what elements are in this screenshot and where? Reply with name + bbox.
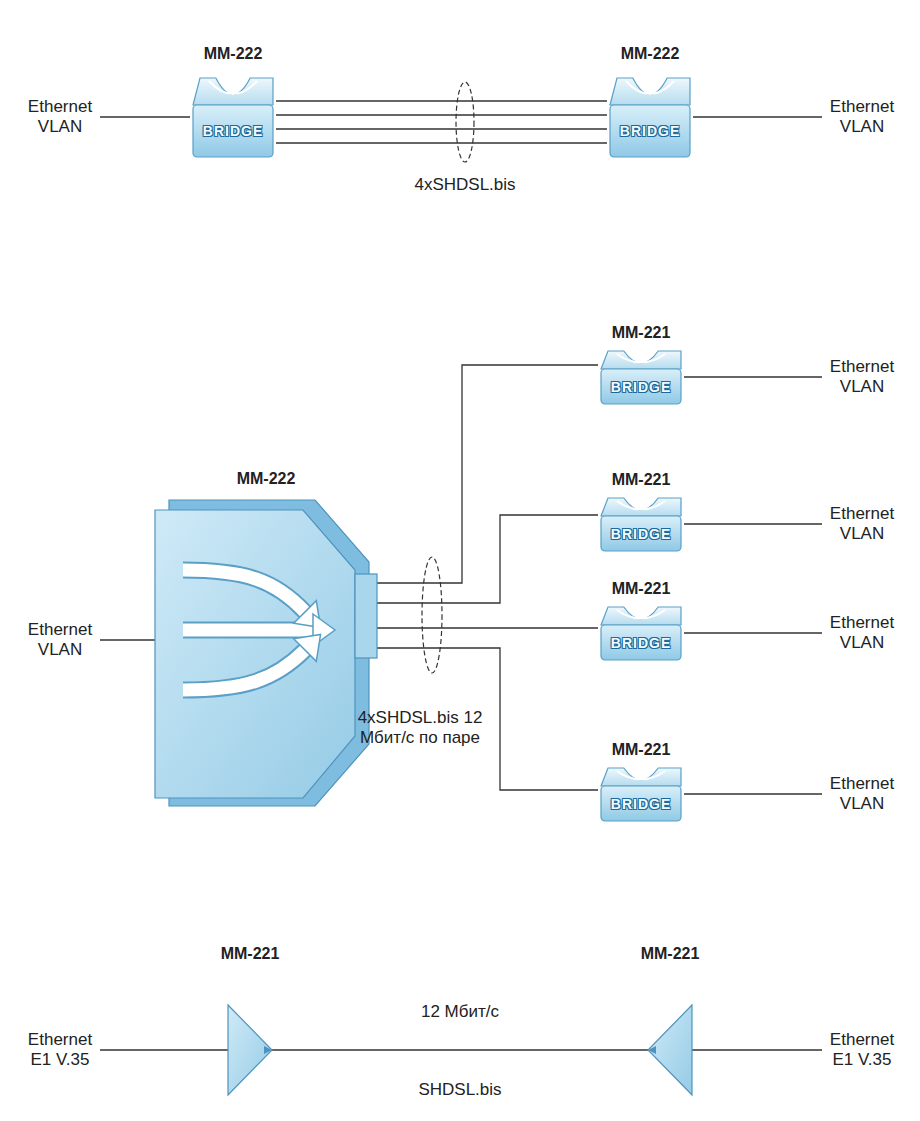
model-name: MM-221 [612,580,671,598]
shdsl-line [377,365,598,583]
model-name: MM-221 [612,471,671,489]
bridge-label: BRIDGE [598,635,684,651]
rate-label: 12 Мбит/с [418,1002,502,1022]
modem-triangle: MM-221 [228,1005,272,1095]
bridge-label: BRIDGE [598,796,684,812]
interface-label: Ethernet VLAN [830,97,894,138]
model-name: MM-221 [221,945,280,963]
bridge-unit: MM-221BRIDGE [598,604,684,662]
ethernet-wire [684,376,822,377]
shdsl-line [377,627,598,628]
ethernet-wire [684,523,822,524]
interface-label: Ethernet VLAN [830,774,894,815]
line-label: 4xSHDSL.bis 12 Мбит/с по паре [345,708,495,749]
bridge-unit: MM-221BRIDGE [598,348,684,406]
unit-outline [598,604,684,662]
interface-label: Ethernet VLAN [28,620,92,661]
model-name: MM-222 [621,45,680,63]
interface-label: Ethernet E1 V.35 [830,1030,894,1071]
model-name: MM-222 [237,470,296,488]
shdsl-line [276,114,607,115]
ethernet-wire [684,632,822,633]
unit-outline [598,765,684,823]
unit-outline [155,500,377,806]
unit-outline [228,1005,272,1095]
unit-outline [607,75,693,159]
bundle-ellipse [456,82,474,162]
shdsl-line [276,100,607,101]
shdsl-line [377,515,598,603]
bridge-unit: MM-221BRIDGE [598,765,684,823]
bridge-label: BRIDGE [598,379,684,395]
model-name: MM-221 [612,324,671,342]
modem-triangle: MM-221 [648,1005,692,1095]
ethernet-wire [692,1049,822,1050]
ethernet-wire [100,116,190,117]
bundle-ellipse [422,557,442,673]
bridge-unit: MM-222BRIDGE [190,75,276,159]
bridge-label: BRIDGE [607,123,693,139]
shdsl-line [276,128,607,129]
bridge-unit: MM-222BRIDGE [607,75,693,159]
model-name: MM-221 [612,741,671,759]
bridge-label: BRIDGE [190,123,276,139]
shdsl-line [276,142,607,143]
line-label: 4xSHDSL.bis [414,175,515,195]
model-name: MM-221 [641,945,700,963]
interface-label: Ethernet VLAN [830,504,894,545]
ethernet-wire [100,639,155,640]
unit-outline [648,1005,692,1095]
shdsl-line [272,1049,648,1050]
model-name: MM-222 [204,45,263,63]
interface-label: Ethernet VLAN [28,97,92,138]
bridge-unit: MM-221BRIDGE [598,495,684,553]
interface-label: Ethernet VLAN [830,357,894,398]
line-label: SHDSL.bis [418,1080,501,1100]
unit-outline [598,348,684,406]
interface-label: Ethernet E1 V.35 [28,1030,92,1071]
ethernet-wire [684,793,822,794]
ethernet-wire [693,116,822,117]
interface-label: Ethernet VLAN [830,613,894,654]
unit-outline [598,495,684,553]
bridge-label: BRIDGE [598,526,684,542]
unit-outline [190,75,276,159]
ethernet-wire [100,1049,228,1050]
aggregator-unit: MM-222 [155,500,377,806]
